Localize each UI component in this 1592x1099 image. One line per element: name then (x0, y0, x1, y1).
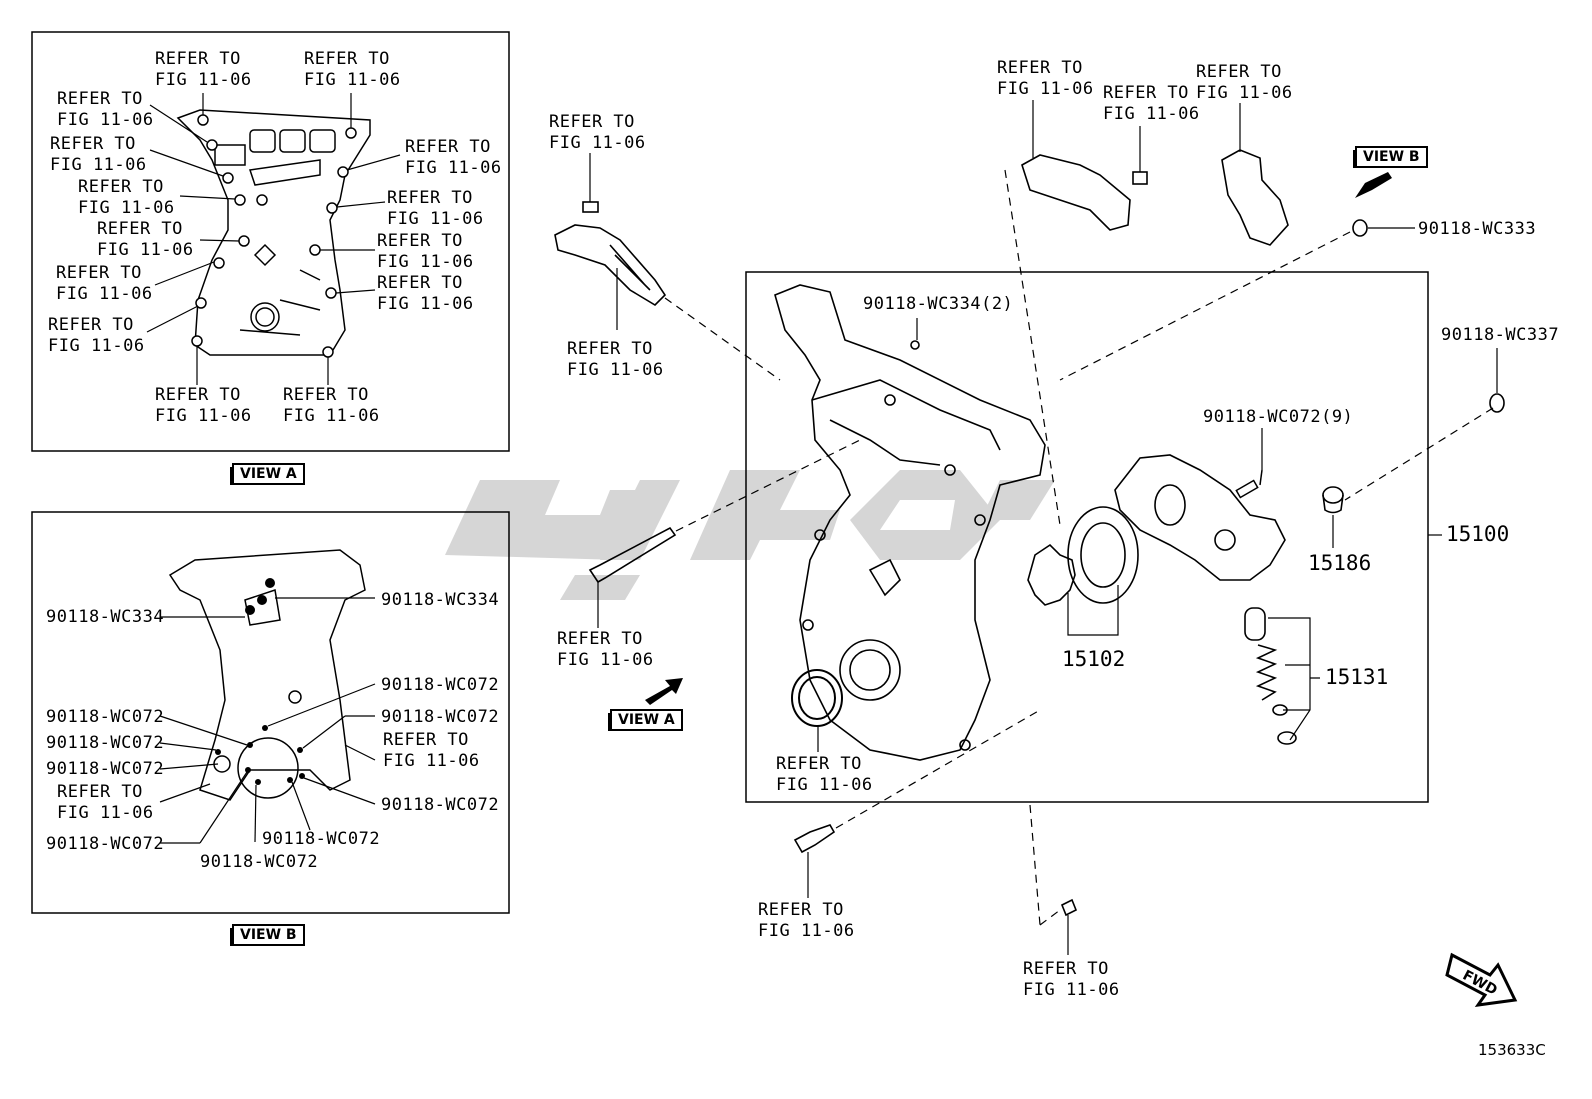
oil-pump-body (1114, 454, 1286, 581)
vb-wc072-l4: 90118-WC072 (46, 834, 165, 854)
vb-wc072-r2: 90118-WC072 (381, 707, 500, 727)
label-90118-wc334-2: 90118-WC334(2) (863, 294, 1014, 314)
assembly-15100-frame (745, 271, 1429, 803)
label-15102: 15102 (1062, 647, 1126, 671)
label-90118-wc072-9: 90118-WC072(9) (1203, 407, 1354, 427)
view-a-ref-4: REFER TO FIG 11-06 (50, 134, 147, 175)
vb-refer-r: REFER TO FIG 11-06 (383, 730, 480, 771)
ref-bottom-bolt: REFER TO FIG 11-06 (758, 900, 855, 941)
vb-wc072-l2: 90118-WC072 (46, 733, 165, 753)
view-a-ref-5: REFER TO FIG 11-06 (405, 137, 502, 178)
main-leaders (589, 100, 1498, 955)
view-b-tag: VIEW B (230, 924, 305, 946)
view-b-bolt-dots (215, 578, 305, 785)
ref-pin: REFER TO FIG 11-06 (1023, 959, 1120, 1000)
ref-gasket: REFER TO FIG 11-06 (1196, 62, 1293, 103)
vb-wc072-b2: 90118-WC072 (200, 852, 319, 872)
vb-wc072-r3: 90118-WC072 (381, 795, 500, 815)
view-a-ref-13: REFER TO FIG 11-06 (155, 385, 252, 426)
pin (1060, 898, 1078, 917)
bushing-15186 (1322, 486, 1344, 514)
vb-wc072-r1: 90118-WC072 (381, 675, 500, 695)
label-15131: 15131 (1325, 665, 1389, 689)
vb-wc072-b1: 90118-WC072 (262, 829, 381, 849)
oil-seal (791, 669, 843, 727)
view-a-tag: VIEW A (230, 463, 305, 485)
view-a-bolt-dots (191, 114, 357, 358)
ref-solenoid-bolt: REFER TO FIG 11-06 (549, 112, 646, 153)
ref-ocv: REFER TO FIG 11-06 (997, 58, 1094, 99)
vb-wc072-l1: 90118-WC072 (46, 707, 165, 727)
view-a-ref-10: REFER TO FIG 11-06 (56, 263, 153, 304)
view-a-ref-9: REFER TO FIG 11-06 (377, 231, 474, 272)
ref-ocv-bolt: REFER TO FIG 11-06 (1103, 83, 1200, 124)
label-90118-wc337: 90118-WC337 (1441, 325, 1560, 345)
view-a-ref-1: REFER TO FIG 11-06 (155, 49, 252, 90)
bolt-90118-wc072 (1235, 469, 1263, 499)
label-90118-wc333: 90118-WC333 (1418, 219, 1537, 239)
view-a-arrow (645, 678, 683, 705)
ring-90118-wc337 (1489, 393, 1505, 413)
view-a-ref-6: REFER TO FIG 11-06 (78, 177, 175, 218)
view-a-ref-14: REFER TO FIG 11-06 (283, 385, 380, 426)
ref-long-bolt: REFER TO FIG 11-06 (557, 629, 654, 670)
view-b-cover-drawing (168, 549, 366, 801)
main-view-a-tag: VIEW A (608, 709, 683, 731)
vb-wc072-l3: 90118-WC072 (46, 759, 165, 779)
relief-valve-15131 (1244, 607, 1297, 745)
view-a-ref-2: REFER TO FIG 11-06 (304, 49, 401, 90)
watermark-logo (445, 470, 1055, 600)
gasket-upper-right (1221, 149, 1289, 246)
view-a-ref-11: REFER TO FIG 11-06 (377, 273, 474, 314)
view-a-ref-7: REFER TO FIG 11-06 (387, 188, 484, 229)
view-a-frame (31, 31, 510, 452)
view-a-ref-12: REFER TO FIG 11-06 (48, 315, 145, 356)
fwd-arrow-icon: FWD (1445, 952, 1518, 1007)
timing-cover-drawing (774, 284, 1046, 761)
bottom-bolt (793, 824, 836, 854)
solenoid-left (554, 201, 667, 307)
view-b-leaders (159, 597, 376, 844)
main-view-b-tag: VIEW B (1353, 146, 1428, 168)
ref-seal: REFER TO FIG 11-06 (776, 754, 873, 795)
ocv-right (1021, 154, 1148, 231)
vb-wc334-left: 90118-WC334 (46, 607, 165, 627)
view-b-arrow (1355, 172, 1392, 198)
view-a-ref-8: REFER TO FIG 11-06 (97, 219, 194, 260)
view-b-frame (31, 511, 510, 914)
view-a-leaders (146, 93, 401, 385)
figure-number: 153633C (1478, 1041, 1546, 1059)
label-15186: 15186 (1308, 551, 1372, 575)
view-a-ref-3: REFER TO FIG 11-06 (57, 89, 154, 130)
vb-refer-l: REFER TO FIG 11-06 (57, 782, 154, 823)
oil-pump-gears-15102 (1027, 506, 1139, 606)
view-a-cover-drawing (176, 109, 371, 356)
ref-solenoid: REFER TO FIG 11-06 (567, 339, 664, 380)
dashed-leaders (664, 169, 1494, 926)
ring-90118-wc333 (1352, 219, 1368, 237)
vb-wc334-right: 90118-WC334 (381, 590, 500, 610)
label-15100: 15100 (1446, 522, 1510, 546)
